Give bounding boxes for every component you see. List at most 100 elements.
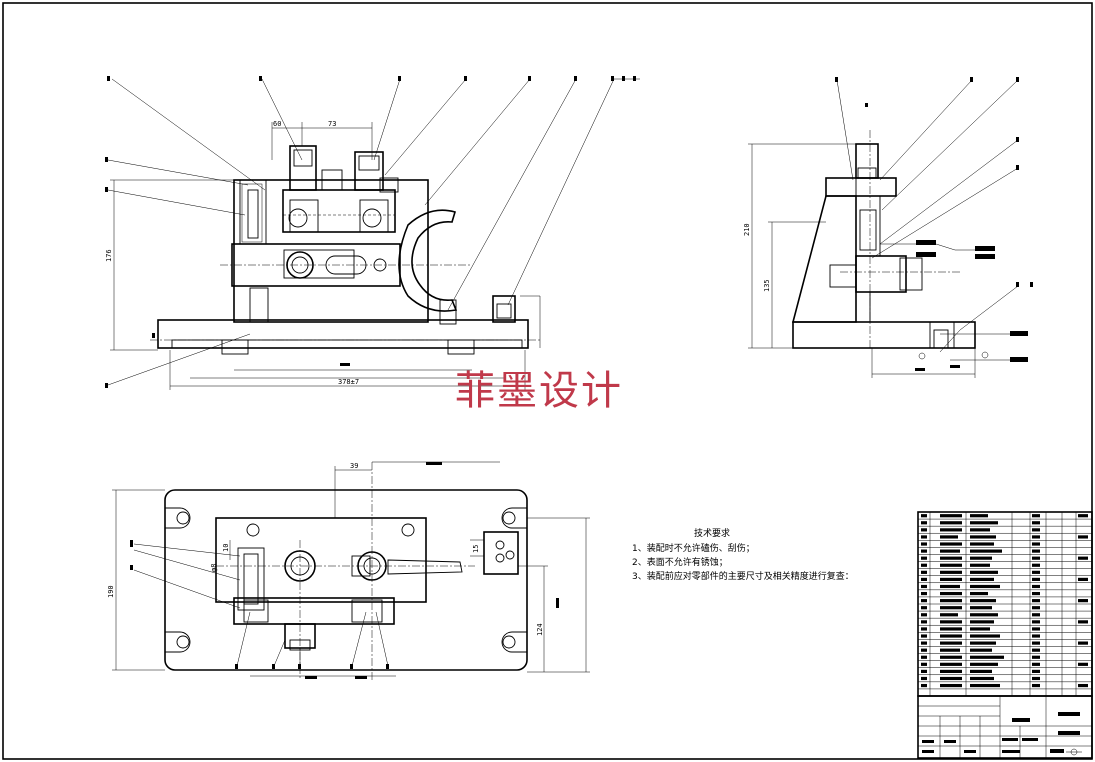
front-dim-73: 73 <box>328 120 336 128</box>
side-view-dimensions <box>748 143 976 378</box>
parts-list-cell-mark <box>1032 549 1040 553</box>
parts-list-cell-mark <box>1032 535 1040 539</box>
side-view-balloon-marks <box>835 77 1033 287</box>
front-dim-60: 60 <box>273 120 281 128</box>
top-base-plate <box>164 489 528 671</box>
side-column <box>791 195 857 323</box>
parts-list-cell-mark <box>940 556 962 560</box>
parts-list-cell-mark <box>940 591 962 596</box>
parts-list-cell-mark <box>1078 599 1088 603</box>
parts-list-cell-mark <box>970 676 994 681</box>
parts-list-cell-mark <box>970 655 1004 659</box>
front-view-balloon-marks <box>105 76 636 388</box>
parts-list-cell-mark <box>970 613 998 617</box>
front-base-plate <box>157 319 529 349</box>
top-base-slots <box>165 507 527 653</box>
top-dim-39: 39 <box>350 462 358 470</box>
parts-list-cell-mark <box>940 570 962 574</box>
tech-req-item-3: 3、装配前应对零部件的主要尺寸及相关精度进行复查： <box>632 570 854 582</box>
parts-list-cell-mark <box>1032 570 1040 574</box>
parts-list-cell-mark <box>921 563 927 567</box>
parts-list-cell-mark <box>970 542 994 546</box>
front-view-dimensions <box>110 122 541 390</box>
parts-list-cell-mark <box>1078 662 1088 666</box>
parts-list-cell-mark <box>940 549 960 553</box>
front-dim-176: 176 <box>105 249 113 262</box>
front-dim-378: 378±7 <box>338 378 359 386</box>
parts-list-cell-mark <box>970 627 990 631</box>
parts-list-cell-mark <box>970 521 998 525</box>
technical-requirements: 技术要求 1、装配时不允许磕伤、刮伤； 2、表面不允许有锈蚀； 3、装配前应对零… <box>632 527 854 582</box>
parts-list-cell-mark <box>921 542 927 546</box>
parts-list-cell-mark <box>921 683 927 688</box>
parts-list-cell-mark <box>970 570 998 574</box>
parts-list-cell-mark <box>1078 577 1088 581</box>
parts-list-cell-mark <box>1032 669 1040 673</box>
top-view-leaders <box>133 543 389 667</box>
parts-list-cell-mark <box>940 613 958 617</box>
parts-list-cell-mark <box>1032 584 1040 589</box>
parts-list-cell-mark <box>1078 514 1088 518</box>
parts-list-cell-mark <box>970 683 1000 688</box>
parts-list-cell-mark <box>970 648 992 652</box>
parts-list-cell-mark <box>1032 648 1040 652</box>
top-dim-124: 124 <box>536 623 544 636</box>
front-column <box>233 179 429 323</box>
parts-list-cell-mark <box>921 521 927 525</box>
top-dim-10: 10 <box>222 544 230 552</box>
parts-list-cell-mark <box>970 535 996 539</box>
parts-list-cell-mark <box>1032 662 1040 666</box>
parts-list-cell-mark <box>921 577 927 581</box>
parts-list-cell-mark <box>970 641 996 645</box>
parts-list-cell-mark <box>921 676 927 681</box>
tech-req-item-1: 1、装配时不允许磕伤、刮伤； <box>632 542 755 554</box>
parts-list <box>917 511 1093 697</box>
front-base-key-left <box>221 339 249 355</box>
parts-list-cell-mark <box>1078 683 1088 688</box>
parts-list-cell-mark <box>1078 641 1088 645</box>
parts-list-cell-mark <box>1032 577 1040 581</box>
side-view-leaders <box>836 79 1019 353</box>
parts-list-cell-mark <box>970 549 1002 553</box>
parts-list-cell-mark <box>1032 528 1040 532</box>
parts-list-cell-mark <box>921 570 927 574</box>
front-view-leaders <box>107 78 640 386</box>
parts-list-cell-mark <box>940 683 962 688</box>
parts-list-cell-mark <box>970 563 990 567</box>
parts-list-cell-mark <box>970 620 994 624</box>
parts-list-cell-mark <box>921 599 927 603</box>
front-view: 60 73 176 378±7 <box>105 76 640 390</box>
parts-list-cell-mark <box>940 669 962 673</box>
parts-list-cell-mark <box>970 514 988 518</box>
parts-list-cell-mark <box>970 528 990 532</box>
parts-list-cell-mark <box>940 528 962 532</box>
parts-list-cell-mark <box>1032 627 1040 631</box>
top-dim-phi8: φ8 <box>210 564 218 572</box>
parts-list-cell-mark <box>921 535 927 539</box>
side-dim-135: 135 <box>763 279 771 292</box>
front-workpiece-fork <box>398 209 458 312</box>
parts-list-cell-mark <box>1032 634 1040 638</box>
parts-list-cell-mark <box>921 620 927 624</box>
parts-list-cell-mark <box>1032 556 1040 560</box>
parts-list-cell-mark <box>921 514 927 518</box>
parts-list-cell-mark <box>940 521 962 525</box>
parts-list-cell-mark <box>921 556 927 560</box>
parts-list-cell-mark <box>1032 683 1040 688</box>
parts-list-cell-mark <box>921 591 927 596</box>
parts-list-cell-mark <box>940 676 962 681</box>
parts-list-cell-mark <box>970 669 992 673</box>
parts-list-cell-mark <box>1032 521 1040 525</box>
parts-list-cell-mark <box>970 599 996 603</box>
top-view: 39 190 10 φ8 124 15 <box>107 461 590 680</box>
parts-list-cell-mark <box>1032 641 1040 645</box>
parts-list-cell-mark <box>940 606 962 610</box>
top-side-clamp <box>483 531 519 575</box>
top-view-dimensions <box>112 461 590 677</box>
parts-list-cell-mark <box>921 634 927 638</box>
parts-list-cell-mark <box>940 577 962 581</box>
parts-list-cell-mark <box>940 641 962 645</box>
parts-list-cell-mark <box>970 556 992 560</box>
parts-list-cell-mark <box>921 662 927 666</box>
parts-list-cell-mark <box>1032 655 1040 659</box>
